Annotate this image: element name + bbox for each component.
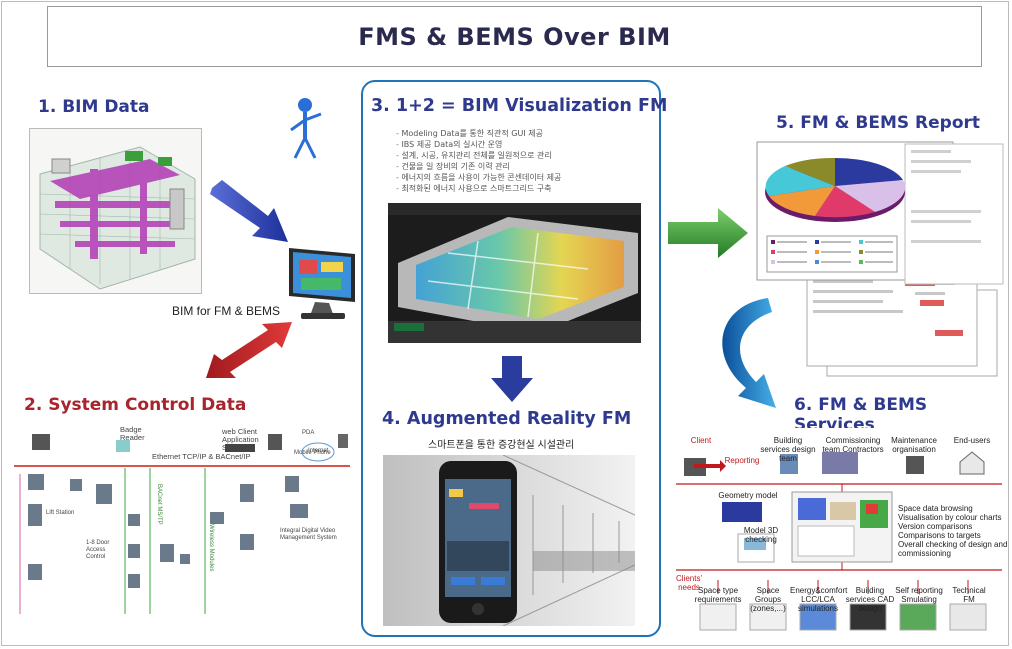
pda-label: PDA: [302, 430, 315, 436]
feature-item: Overall checking of design and commissio…: [898, 540, 1008, 558]
section-title-bim-visualization: 3. 1+2 = BIM Visualization FM: [371, 96, 668, 116]
role-maintenance: Maintenance organisation: [891, 436, 937, 454]
feature-item: Version comparisons: [898, 522, 973, 531]
ethernet-label: Ethernet TCP/IP & BACnet/IP: [152, 452, 251, 461]
reporting-label: Reporting: [724, 456, 760, 465]
augmented-reality-photo: [383, 455, 635, 626]
lift-station-label: Lift Station: [46, 510, 75, 516]
down-arrow-icon: [491, 356, 533, 402]
bim-model-image: [29, 128, 202, 294]
report-documents: [755, 140, 1005, 380]
door-access-label: 1-8 Door Access Control: [86, 540, 110, 560]
bottom-item-energy: Energy&comfort LCC/LCA simulations: [790, 586, 848, 613]
presenter-figure-icon: [287, 96, 327, 162]
section-title-augmented-reality: 4. Augmented Reality FM: [382, 409, 632, 429]
bacnet-vertical-label: BACnet MS/TP: [156, 484, 162, 525]
arrow-to-monitor-icon: [208, 180, 290, 244]
section-title-report: 5. FM & BEMS Report: [776, 113, 981, 133]
geometry-model-label: Geometry model: [718, 491, 778, 500]
feature-item: Visualisation by colour charts: [898, 513, 1002, 522]
ar-caption: 스마트폰을 통한 증강현실 시설관리: [428, 440, 575, 451]
bottom-item-space-groups: Space Groups (zones,...): [750, 586, 786, 613]
integrated-video-label: Integral Digital Video Management System: [280, 528, 337, 541]
mobile-label: Mobile Phone: [294, 450, 331, 456]
bidirectional-arrow-icon: [204, 320, 294, 384]
section-title-system-control: 2. System Control Data: [24, 395, 247, 415]
bullet-item: IBS 제공 Data의 실시간 운영: [396, 139, 651, 150]
curved-arrow-icon: [706, 296, 778, 414]
monitor-icon: [287, 244, 359, 322]
bottom-item-space-type: Space type requirements: [694, 586, 742, 604]
services-feature-list: Space data browsing Visualisation by col…: [898, 504, 1008, 558]
bullet-item: Modeling Data를 통한 직관적 GUI 제공: [396, 128, 651, 139]
bottom-item-self-reporting: Self reporting Smulating: [895, 586, 943, 604]
role-commissioning: Commissioning team Contractors: [822, 436, 884, 454]
visualization-bullet-list: Modeling Data를 통한 직관적 GUI 제공 IBS 제공 Data…: [396, 128, 651, 194]
wireless-vertical-label: Wireless Modules: [208, 524, 214, 572]
model-3d-label: Model 3D checking: [743, 526, 779, 544]
bullet-item: 최적화된 에너지 사용으로 스마트그리드 구축: [396, 183, 651, 194]
badge-reader-label: Badge Reader: [120, 425, 145, 442]
feature-item: Space data browsing: [898, 504, 973, 513]
bullet-item: 에너지의 흐름을 사용이 가능한 콘센데이터 제공: [396, 172, 651, 183]
role-end-users: End-users: [953, 436, 991, 445]
clients-needs-label: Clients' needs: [676, 574, 702, 592]
feature-item: Comparisons to targets: [898, 531, 981, 540]
bullet-item: 설계, 시공, 유지관리 전체를 일원적으로 관리: [396, 150, 651, 161]
page-title-text: FMS & BEMS Over BIM: [358, 22, 671, 51]
web-client-label: web Client Application Server: [222, 427, 259, 452]
internet-label: Internet: [308, 448, 329, 454]
bim-for-fm-label: BIM for FM & BEMS: [172, 304, 281, 318]
bim-visualization-screenshot: [388, 203, 641, 343]
role-client: Client: [690, 436, 712, 445]
system-control-network-diagram: Ethernet TCP/IP & BACnet/IP Badge Reader…: [10, 424, 355, 622]
arrow-to-report-icon: [668, 208, 748, 258]
role-design-team: Building services design team: [760, 436, 816, 463]
bottom-item-cad: Building services CAD design: [845, 586, 895, 613]
page-title: FMS & BEMS Over BIM: [47, 6, 982, 67]
services-diagram: Client Building services design team Com…: [672, 428, 1008, 644]
section-title-bim-data: 1. BIM Data: [38, 97, 150, 117]
bottom-item-technical-fm: Technical FM: [952, 586, 986, 604]
bullet-item: 건물을 일 장비의 기존 이력 관리: [396, 161, 651, 172]
